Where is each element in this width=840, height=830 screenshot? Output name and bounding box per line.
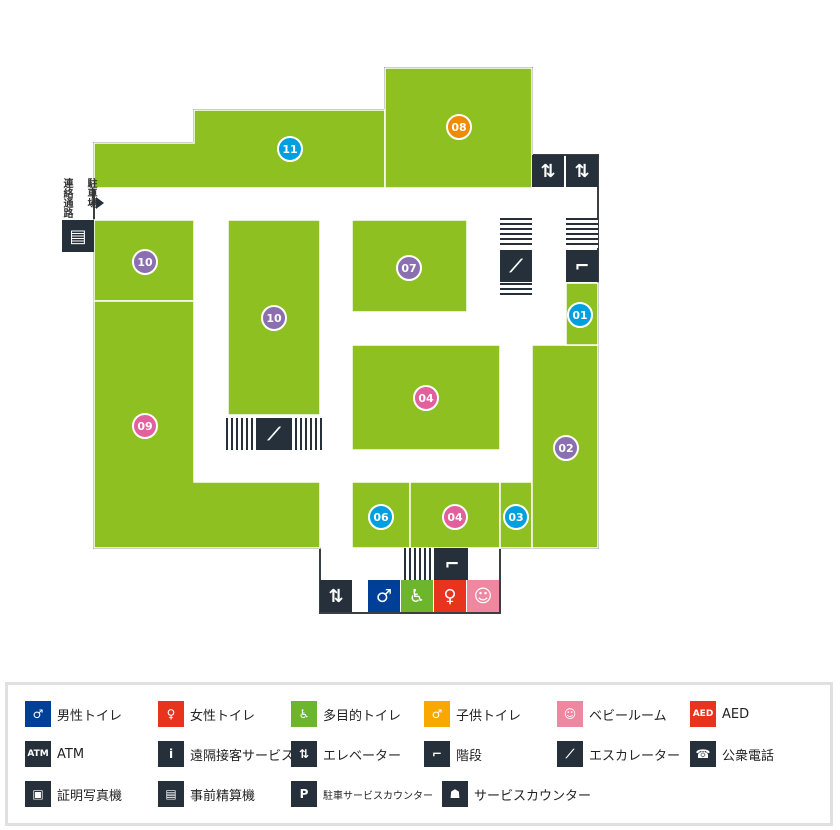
legend-item: ⇅ エレベーター xyxy=(291,741,401,767)
shop-number-04[interactable]: 04 xyxy=(413,385,439,411)
legend-item: ♿ 多目的トイレ xyxy=(291,701,401,727)
corridor-label: 連絡通路 xyxy=(61,178,72,218)
child-toilet-icon: ♂ xyxy=(424,701,450,727)
shop-number-01[interactable]: 01 xyxy=(567,302,593,328)
shop-number-09[interactable]: 09 xyxy=(132,413,158,439)
shop-09[interactable] xyxy=(93,300,321,549)
photo-booth-icon: ▣ xyxy=(25,781,51,807)
escalator-icon: ⟋ xyxy=(557,741,583,767)
elevator-icon: ⇅ xyxy=(320,580,352,612)
shop-number-03[interactable]: 03 xyxy=(503,504,529,530)
shop-number-11[interactable]: 11 xyxy=(277,136,303,162)
shop-number-08[interactable]: 08 xyxy=(446,114,472,140)
wheelchair-icon: ♿ xyxy=(401,580,433,612)
legend-item: ♂ 男性トイレ xyxy=(25,701,122,727)
legend-label: エレベーター xyxy=(323,748,402,764)
legend-item: ▣ 証明写真機 xyxy=(25,781,122,807)
escalator-stripes xyxy=(500,283,532,297)
baby-room-icon: ☺ xyxy=(557,701,583,727)
photo-booth-icon: ▤ xyxy=(62,220,94,252)
floor-map xyxy=(93,67,599,614)
legend-item: ♂ 子供トイレ xyxy=(424,701,521,727)
escalator-stripes xyxy=(500,218,532,248)
payment-machine-icon: ▤ xyxy=(158,781,184,807)
legend: ♂ 男性トイレ ♀ 女性トイレ ♿ 多目的トイレ ♂ 子供トイレ ☺ ベビールーム AED AED AT… xyxy=(5,682,833,826)
legend-label: サービスカウンター xyxy=(474,788,592,804)
elevator-icon: ⇅ xyxy=(566,155,598,187)
stairs-stripes xyxy=(566,218,598,248)
shop-number-04[interactable]: 04 xyxy=(442,504,468,530)
shop-number-10[interactable]: 10 xyxy=(132,249,158,275)
legend-label: 駐車サービスカウンター xyxy=(323,790,433,802)
legend-label: 証明写真機 xyxy=(57,788,123,804)
legend-item: i 遠隔接客サービス xyxy=(158,741,294,767)
escalator-stripes xyxy=(226,418,258,450)
stairs-stripes xyxy=(404,548,436,580)
legend-label: 階段 xyxy=(456,748,483,764)
shop-number-07[interactable]: 07 xyxy=(396,255,422,281)
legend-item: AED AED xyxy=(690,701,749,727)
stairs-icon: ⌐ xyxy=(424,741,450,767)
stairs-icon: ⌐ xyxy=(566,250,598,282)
parking-icon: P xyxy=(291,781,317,807)
legend-item: ⟋ エスカレーター xyxy=(557,741,680,767)
legend-label: 多目的トイレ xyxy=(323,708,402,724)
parking-label: 駐車場 xyxy=(85,178,96,208)
wheelchair-icon: ♿ xyxy=(291,701,317,727)
phone-icon: ☎ xyxy=(690,741,716,767)
legend-label: 男性トイレ xyxy=(57,708,123,724)
legend-label: 事前精算機 xyxy=(190,788,256,804)
legend-item: P 駐車サービスカウンター xyxy=(291,781,433,807)
legend-label: ベビールーム xyxy=(589,708,667,724)
female-toilet-icon: ♀ xyxy=(434,580,466,612)
aed-icon: AED xyxy=(690,701,716,727)
legend-item: ☺ ベビールーム xyxy=(557,701,667,727)
escalator-icon: ⟋ xyxy=(258,418,290,450)
legend-label: エスカレーター xyxy=(589,748,681,764)
shop-number-06[interactable]: 06 xyxy=(368,504,394,530)
escalator-stripes xyxy=(290,418,322,450)
legend-item: ♀ 女性トイレ xyxy=(158,701,255,727)
legend-item: ▤ 事前精算機 xyxy=(158,781,255,807)
legend-label: 女性トイレ xyxy=(190,708,256,724)
escalator-icon: ⟋ xyxy=(500,250,532,282)
stairs-icon: ⌐ xyxy=(436,548,468,580)
legend-label: 遠隔接客サービス xyxy=(190,748,295,764)
atm-icon: ATM xyxy=(25,741,51,767)
info-icon: i xyxy=(158,741,184,767)
service-counter-icon: ☗ xyxy=(442,781,468,807)
male-toilet-icon: ♂ xyxy=(25,701,51,727)
legend-label: AED xyxy=(722,706,750,722)
baby-room-icon: ☺ xyxy=(467,580,499,612)
female-toilet-icon: ♀ xyxy=(158,701,184,727)
elevator-icon: ⇅ xyxy=(532,155,564,187)
legend-item: ☗ サービスカウンター xyxy=(442,781,591,807)
shop-11[interactable] xyxy=(93,109,386,189)
legend-item: ⌐ 階段 xyxy=(424,741,482,767)
shop-number-10[interactable]: 10 xyxy=(261,305,287,331)
shop-number-02[interactable]: 02 xyxy=(553,435,579,461)
male-toilet-icon: ♂ xyxy=(368,580,400,612)
legend-label: ATM xyxy=(57,746,85,762)
legend-item: ATM ATM xyxy=(25,741,84,767)
legend-label: 公衆電話 xyxy=(722,748,775,764)
elevator-icon: ⇅ xyxy=(291,741,317,767)
legend-item: ☎ 公衆電話 xyxy=(690,741,774,767)
legend-label: 子供トイレ xyxy=(456,708,522,724)
parking-arrow-icon xyxy=(96,197,104,209)
